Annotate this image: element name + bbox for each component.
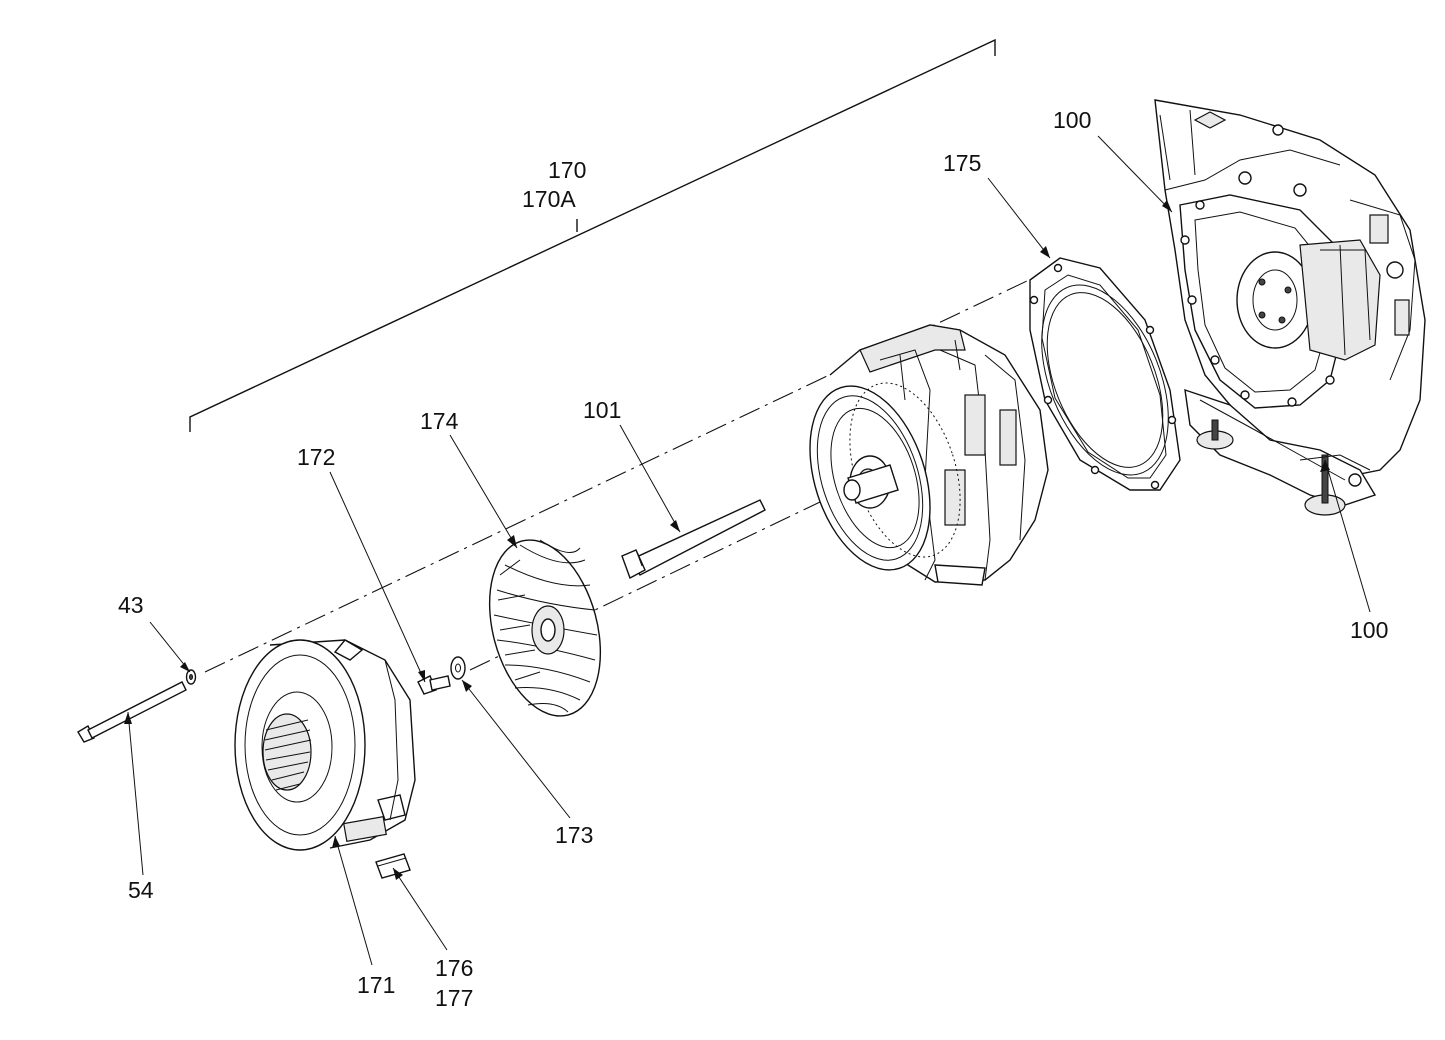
fan-cover-drawing xyxy=(234,639,416,851)
label-173: 173 xyxy=(555,822,593,848)
label-177: 177 xyxy=(435,985,473,1011)
fan-hardware-drawing xyxy=(417,656,466,695)
label-176: 176 xyxy=(435,955,473,981)
fan-drawing xyxy=(488,539,602,717)
assembly-bracket xyxy=(189,38,996,432)
callout-labels: 170 170A 100 175 100 101 174 172 173 43 … xyxy=(118,107,1388,1011)
leader-lines xyxy=(124,135,1371,966)
alternator-drawing xyxy=(809,324,1049,586)
label-175: 175 xyxy=(943,150,981,176)
label-172: 172 xyxy=(297,444,335,470)
adapter-plate-drawing xyxy=(1029,257,1181,491)
label-170: 170 xyxy=(548,157,586,183)
label-43: 43 xyxy=(118,592,144,618)
label-101: 101 xyxy=(583,397,621,423)
bushing-drawing xyxy=(375,853,411,879)
label-100-engine-top: 100 xyxy=(1053,107,1091,133)
engine-block-drawing xyxy=(1154,99,1426,516)
label-170a: 170A xyxy=(522,186,576,212)
label-54: 54 xyxy=(128,877,154,903)
label-100-engine-bottom: 100 xyxy=(1350,617,1388,643)
label-174: 174 xyxy=(420,408,459,434)
rotor-bolt-drawing xyxy=(621,499,766,579)
cover-hardware-drawing xyxy=(77,669,197,743)
label-171: 171 xyxy=(357,972,395,998)
